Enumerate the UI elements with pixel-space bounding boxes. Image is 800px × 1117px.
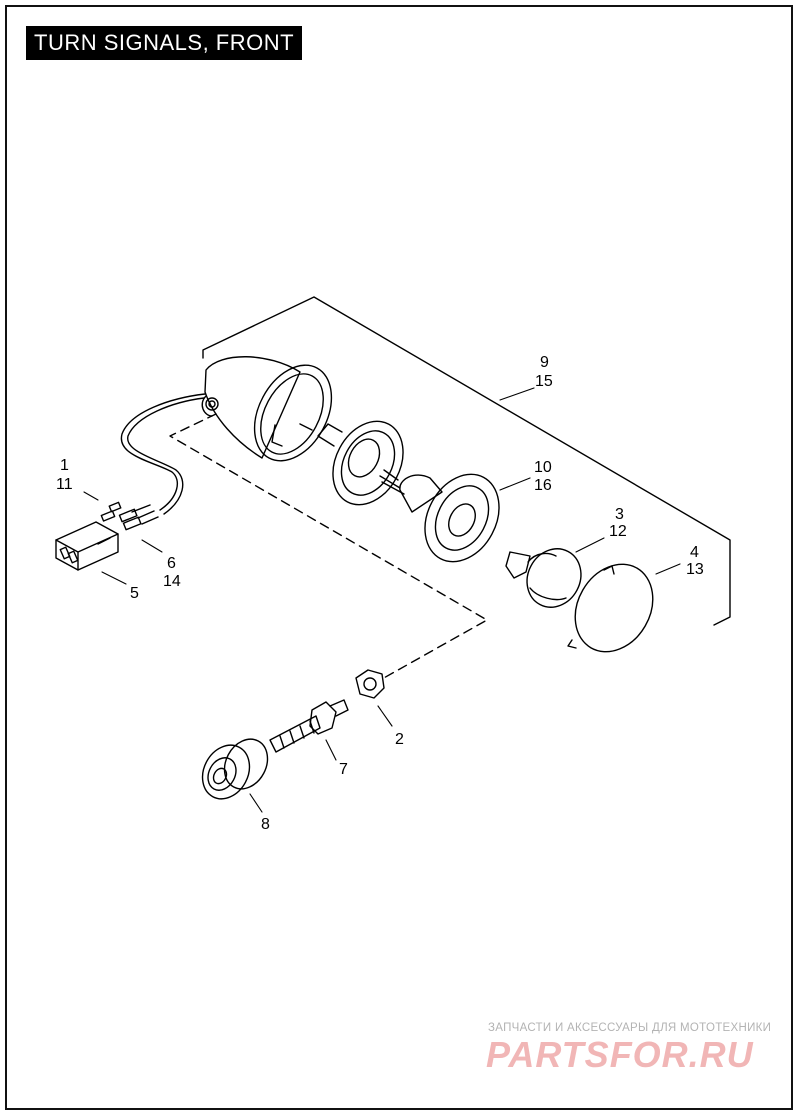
- terminals: [100, 501, 142, 531]
- signal-housing: [201, 356, 333, 462]
- page-border: [5, 5, 793, 1110]
- callout-7: 7: [339, 761, 348, 778]
- callout-16: 16: [534, 477, 552, 494]
- lens: [567, 563, 654, 653]
- connector: [55, 521, 119, 571]
- bulb: [505, 548, 582, 608]
- mounting-centerline: [169, 413, 488, 680]
- page-title: TURN SIGNALS, FRONT: [26, 26, 303, 60]
- bulb-socket: [379, 469, 500, 563]
- callout-labels: 1 11 2 3 12 4 13 5 6 14 7 8 9 15 10 16: [56, 354, 704, 833]
- callout-3: 3: [615, 506, 624, 523]
- wire-harness: [120, 393, 206, 525]
- callout-13: 13: [686, 561, 704, 578]
- callout-8: 8: [261, 816, 270, 833]
- callout-14: 14: [163, 573, 181, 590]
- watermark-logo: PARTSFOR.RU: [486, 1034, 754, 1075]
- callout-4: 4: [690, 544, 699, 561]
- spacer-bushing: [201, 738, 269, 800]
- callout-12: 12: [609, 523, 627, 540]
- assembly-bracket: [202, 296, 731, 626]
- callout-5: 5: [130, 585, 139, 602]
- callout-1: 1: [60, 457, 69, 474]
- mounting-stud: [269, 699, 349, 753]
- callout-2: 2: [395, 731, 404, 748]
- callout-11: 11: [56, 476, 73, 493]
- grommet: [299, 420, 404, 506]
- callout-15: 15: [535, 373, 553, 390]
- callout-10: 10: [534, 459, 552, 476]
- watermark-tagline: ЗАПЧАСТИ И АКСЕССУАРЫ ДЛЯ МОТОТЕХНИКИ: [488, 1022, 772, 1034]
- callout-6: 6: [167, 555, 176, 572]
- leader-lines: [83, 387, 681, 813]
- hex-nut: [355, 669, 385, 699]
- callout-9: 9: [540, 354, 549, 371]
